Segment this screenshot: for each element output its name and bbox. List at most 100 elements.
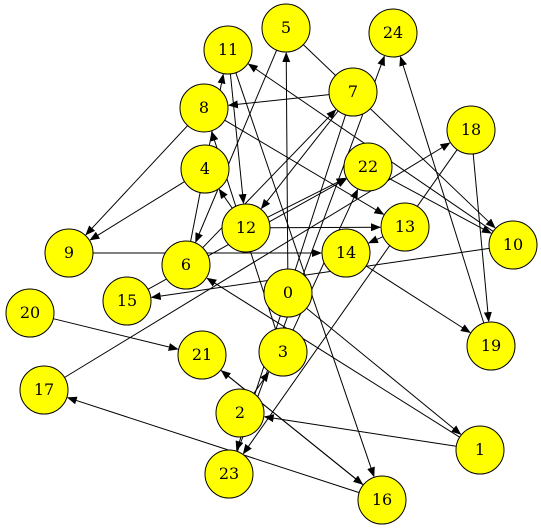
node-label: 4 — [200, 159, 210, 178]
edge-12-to-4 — [218, 188, 233, 209]
node-19[interactable]: 19 — [466, 321, 516, 371]
node-circle[interactable] — [203, 25, 253, 75]
edge-4-to-9 — [89, 181, 185, 241]
node-label: 14 — [336, 243, 356, 262]
node-label: 20 — [20, 303, 40, 322]
node-5[interactable]: 5 — [261, 3, 311, 53]
node-label: 19 — [481, 336, 501, 355]
edge-10-to-15 — [150, 247, 490, 301]
node-circle[interactable] — [102, 276, 152, 326]
edge-5-to-10 — [302, 44, 496, 229]
node-12[interactable]: 12 — [221, 203, 271, 253]
node-circle[interactable] — [177, 330, 227, 380]
node-circle[interactable] — [488, 220, 538, 270]
node-circle[interactable] — [368, 8, 418, 58]
edge-23-to-24 — [236, 55, 385, 452]
edge-18-to-23 — [242, 149, 458, 455]
node-16[interactable]: 16 — [357, 475, 407, 525]
node-label: 2 — [235, 403, 245, 422]
node-circle[interactable] — [380, 202, 430, 252]
node-label: 23 — [219, 464, 239, 483]
node-7[interactable]: 7 — [328, 67, 378, 117]
node-2[interactable]: 2 — [215, 388, 265, 438]
node-circle[interactable] — [328, 67, 378, 117]
node-20[interactable]: 20 — [5, 288, 55, 338]
node-23[interactable]: 23 — [204, 449, 254, 499]
edge-1-to-2 — [263, 414, 457, 447]
node-circle[interactable] — [161, 240, 211, 290]
node-22[interactable]: 22 — [343, 142, 393, 192]
edge-12-to-13 — [269, 223, 381, 232]
node-label: 21 — [192, 345, 212, 364]
node-circle[interactable] — [215, 388, 265, 438]
node-18[interactable]: 18 — [446, 105, 496, 155]
node-label: 24 — [383, 23, 403, 42]
node-8[interactable]: 8 — [179, 83, 229, 133]
node-label: 18 — [461, 120, 481, 139]
node-circle[interactable] — [204, 449, 254, 499]
node-6[interactable]: 6 — [161, 240, 211, 290]
node-label: 7 — [348, 82, 358, 101]
edge-14-to-19 — [365, 265, 471, 334]
node-circle[interactable] — [5, 288, 55, 338]
edge-7-to-8 — [227, 94, 330, 109]
node-circle[interactable] — [263, 268, 313, 318]
node-1[interactable]: 1 — [455, 425, 505, 475]
node-circle[interactable] — [179, 83, 229, 133]
edge-16-to-17 — [66, 396, 360, 494]
node-circle[interactable] — [180, 144, 230, 194]
node-circle[interactable] — [343, 142, 393, 192]
node-label: 10 — [503, 235, 523, 254]
node-9[interactable]: 9 — [44, 228, 94, 278]
node-0[interactable]: 0 — [263, 268, 313, 318]
node-circle[interactable] — [446, 105, 496, 155]
node-label: 1 — [475, 440, 485, 459]
node-label: 13 — [395, 217, 415, 236]
node-11[interactable]: 11 — [203, 25, 253, 75]
node-17[interactable]: 17 — [19, 365, 69, 415]
edge-17-to-18 — [64, 142, 451, 378]
edge-5-to-6 — [195, 49, 278, 243]
node-label: 17 — [34, 380, 54, 399]
node-label: 6 — [181, 255, 191, 274]
edge-12-to-22 — [267, 177, 347, 218]
edge-11-to-12 — [229, 73, 247, 205]
edge-22-to-10 — [388, 177, 492, 234]
node-circle[interactable] — [455, 425, 505, 475]
edge-2-to-3 — [253, 371, 270, 394]
node-circle[interactable] — [221, 203, 271, 253]
node-label: 0 — [283, 283, 293, 302]
edge-8-to-9 — [85, 125, 188, 236]
node-label: 22 — [358, 157, 378, 176]
node-label: 16 — [372, 490, 392, 509]
node-24[interactable]: 24 — [368, 8, 418, 58]
node-21[interactable]: 21 — [177, 330, 227, 380]
node-label: 3 — [278, 342, 288, 361]
edge-13-to-14 — [367, 235, 384, 244]
node-14[interactable]: 14 — [321, 228, 371, 278]
node-circle[interactable] — [19, 365, 69, 415]
node-label: 9 — [64, 243, 74, 262]
node-label: 11 — [218, 40, 238, 59]
node-4[interactable]: 4 — [180, 144, 230, 194]
node-label: 5 — [281, 18, 291, 37]
edge-19-to-24 — [399, 55, 485, 324]
node-label: 15 — [117, 291, 137, 310]
node-circle[interactable] — [321, 228, 371, 278]
node-circle[interactable] — [357, 475, 407, 525]
node-circle[interactable] — [44, 228, 94, 278]
node-circle[interactable] — [466, 321, 516, 371]
node-10[interactable]: 10 — [488, 220, 538, 270]
node-3[interactable]: 3 — [258, 327, 308, 377]
node-label: 12 — [236, 218, 256, 237]
edge-layer — [53, 44, 496, 494]
node-circle[interactable] — [258, 327, 308, 377]
node-circle[interactable] — [261, 3, 311, 53]
edge-7-to-12 — [260, 110, 339, 210]
node-15[interactable]: 15 — [102, 276, 152, 326]
node-13[interactable]: 13 — [380, 202, 430, 252]
edge-20-to-21 — [53, 318, 179, 351]
edge-11-to-16 — [235, 72, 375, 478]
